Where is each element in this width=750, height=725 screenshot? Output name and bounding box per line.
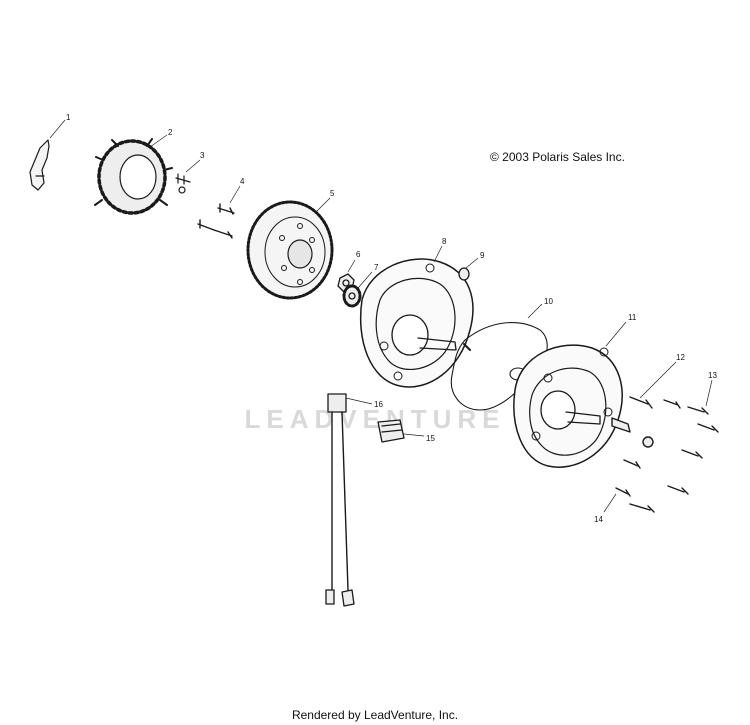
part-3-screw <box>175 173 191 194</box>
part-9-grommet <box>458 267 470 281</box>
callout-5: 5 <box>330 189 335 198</box>
callout-4: 4 <box>240 177 245 186</box>
part-16-wire-harness <box>325 393 355 607</box>
leader-4 <box>229 185 241 204</box>
callout-14: 14 <box>594 515 603 524</box>
callout-11: 11 <box>628 313 637 322</box>
part-4-screws <box>197 203 235 239</box>
part-8-inner-cover <box>359 258 474 388</box>
leader-2 <box>149 134 168 148</box>
leader-12 <box>639 361 677 399</box>
leader-3 <box>185 159 201 173</box>
leader-7 <box>357 271 373 289</box>
callout-2: 2 <box>168 128 173 137</box>
callout-1: 1 <box>66 113 71 122</box>
leader-1 <box>49 119 66 139</box>
part-15-regulator <box>377 419 405 443</box>
leader-15 <box>403 433 425 437</box>
callout-7: 7 <box>374 263 379 272</box>
callout-3: 3 <box>200 151 205 160</box>
leader-9 <box>465 257 479 269</box>
callout-9: 9 <box>480 251 485 260</box>
footer-credit: Rendered by LeadVenture, Inc. <box>291 708 459 722</box>
leader-5 <box>315 197 331 213</box>
callout-13: 13 <box>708 371 717 380</box>
callout-6: 6 <box>356 250 361 259</box>
callout-12: 12 <box>676 353 685 362</box>
leader-8 <box>433 245 443 263</box>
part-5-flywheel <box>246 200 334 300</box>
callout-15: 15 <box>426 434 435 443</box>
part-1-bracket <box>29 139 50 191</box>
leader-16 <box>345 397 373 405</box>
part-11-outer-cover <box>513 344 623 468</box>
leader-11 <box>605 321 627 347</box>
part-12-13-14-bolts <box>611 396 719 513</box>
leader-13 <box>705 379 713 407</box>
leader-10 <box>527 303 543 319</box>
callout-10: 10 <box>544 297 553 306</box>
callout-16: 16 <box>374 400 383 409</box>
leader-6 <box>347 259 356 273</box>
part-2-stator <box>94 138 173 215</box>
callout-8: 8 <box>442 237 447 246</box>
leader-14 <box>603 493 617 513</box>
copyright-notice: © 2003 Polaris Sales Inc. <box>490 150 625 164</box>
watermark: LEADVENTURE <box>244 404 506 434</box>
part-7-gear <box>342 284 362 308</box>
